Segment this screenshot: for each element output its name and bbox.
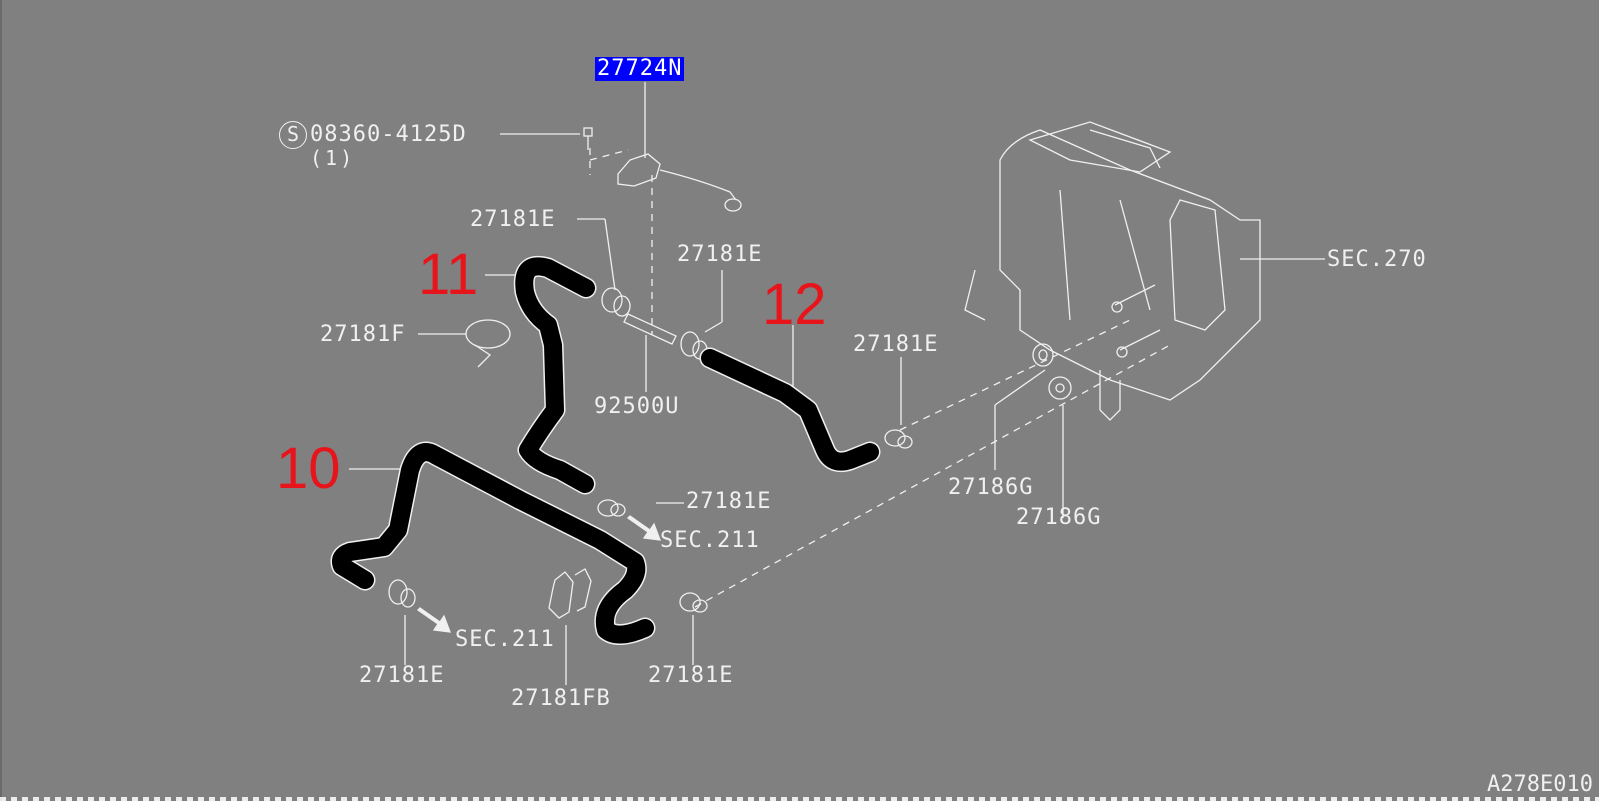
callout-hose-12[interactable]: 12 bbox=[762, 272, 827, 337]
heater-unit-outline bbox=[964, 121, 1261, 421]
hose-12 bbox=[699, 347, 881, 473]
label-clip-27181FB[interactable]: 27181FB bbox=[511, 686, 611, 711]
label-clamp-27181E-bottom-left[interactable]: 27181E bbox=[359, 663, 445, 688]
label-clamp-27181E-bottom-right[interactable]: 27181E bbox=[648, 663, 734, 688]
label-band-clamp-27181F[interactable]: 27181F bbox=[320, 322, 406, 347]
label-clamp-27181E-mid[interactable]: 27181E bbox=[686, 489, 772, 514]
callout-hose-11[interactable]: 11 bbox=[418, 242, 479, 307]
label-pipe-92500U[interactable]: 92500U bbox=[594, 394, 680, 419]
label-clamp-27181E-right[interactable]: 27181E bbox=[853, 332, 939, 357]
bottom-dashed-border bbox=[0, 797, 1599, 801]
bolt-quantity: (1) bbox=[310, 146, 356, 170]
label-27724N-highlighted[interactable]: 27724N bbox=[595, 56, 685, 81]
label-clamp-27181E-top[interactable]: 27181E bbox=[470, 207, 556, 232]
diagram-reference-code: A278E010 bbox=[1487, 772, 1593, 797]
label-sec-211-lower[interactable]: SEC.211 bbox=[455, 627, 555, 652]
label-clamp-27181E-top-right[interactable]: 27181E bbox=[677, 242, 763, 267]
clamp-glyphs bbox=[388, 287, 913, 613]
hose-10 bbox=[330, 441, 656, 645]
callout-hose-10[interactable]: 10 bbox=[276, 436, 341, 501]
label-bolt-08360-4125D[interactable]: 08360-4125D bbox=[310, 122, 467, 147]
label-sec-270[interactable]: SEC.270 bbox=[1327, 247, 1427, 272]
label-sec-211-upper[interactable]: SEC.211 bbox=[660, 528, 760, 553]
hose-11 bbox=[513, 256, 597, 495]
label-grommet-27186G-1[interactable]: 27186G bbox=[948, 475, 1034, 500]
standard-part-mark: S bbox=[279, 121, 307, 149]
label-grommet-27186G-2[interactable]: 27186G bbox=[1016, 505, 1102, 530]
